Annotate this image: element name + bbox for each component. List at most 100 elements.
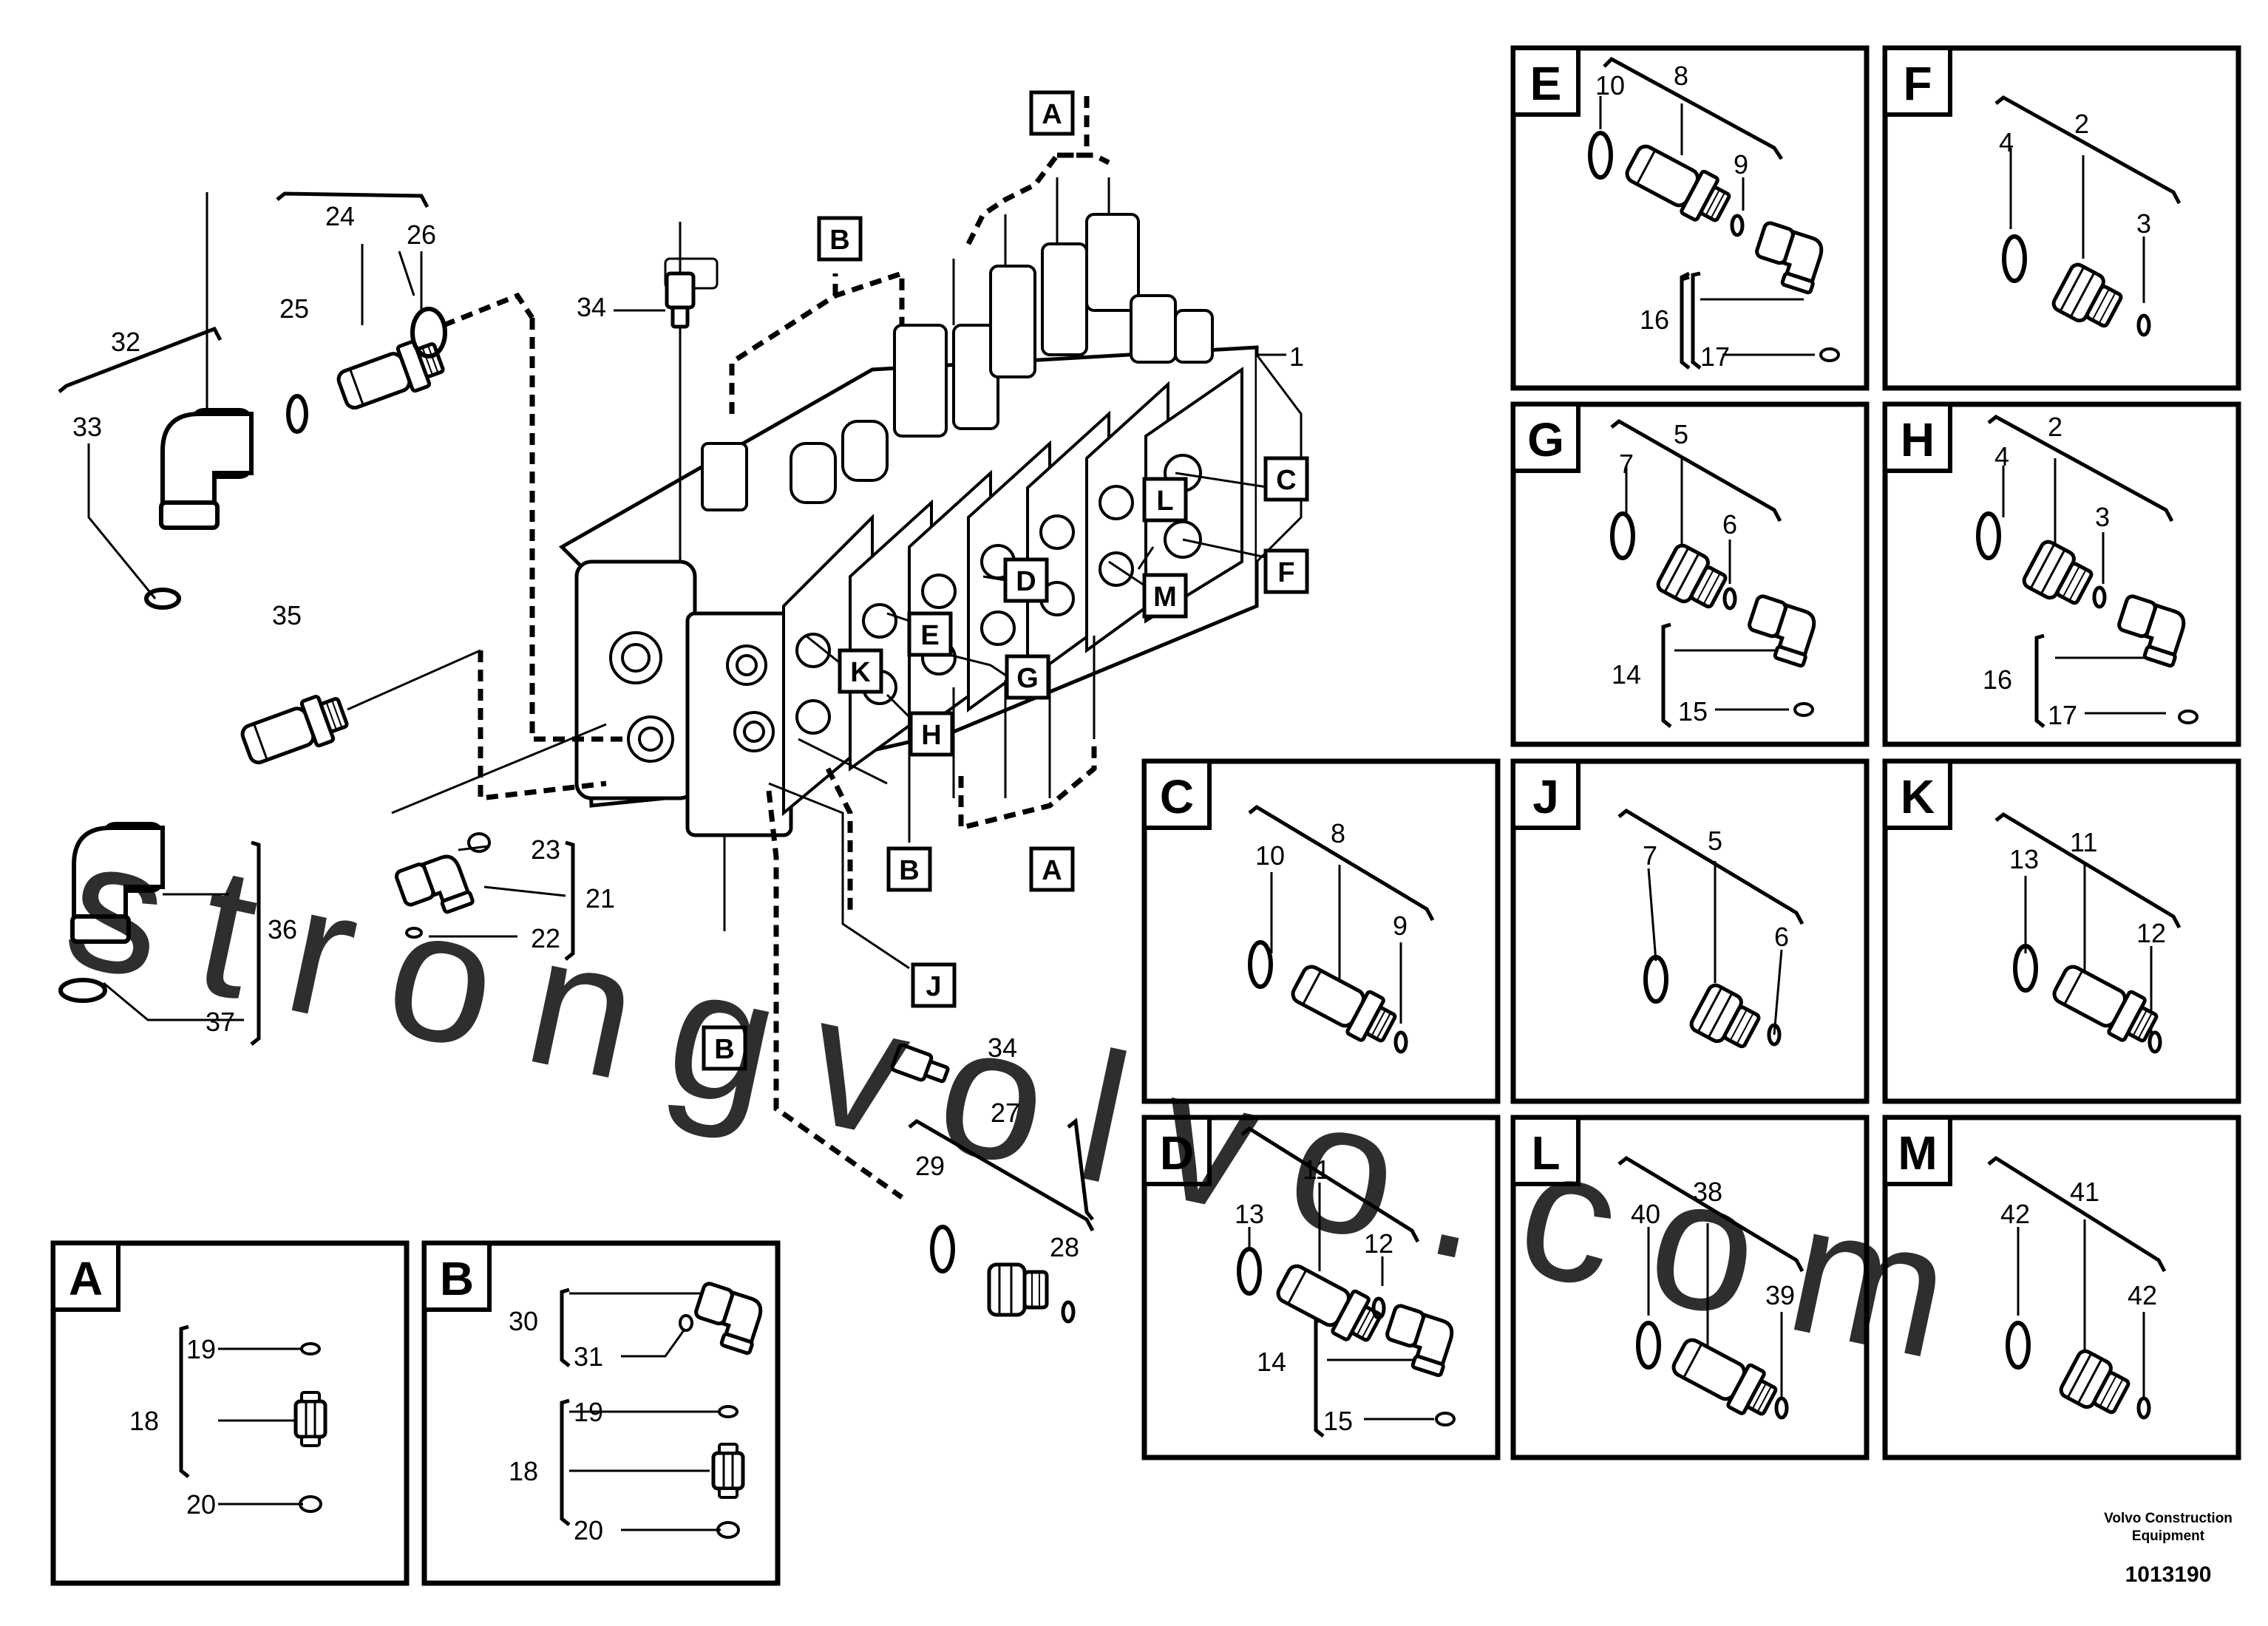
callout-k-11: 11 [2070,827,2097,857]
callout-f-2: 2 [2074,109,2089,139]
ref-letter-b-top: B [829,225,849,256]
callout-e-16: 16 [1640,305,1669,335]
panel-letter-k: K [1901,770,1935,823]
panel-letter-f: F [1903,57,1932,110]
ref-letter-e: E [920,620,939,651]
callout-21: 21 [585,883,615,914]
callout-b-31: 31 [574,1341,603,1372]
panel-letter-c: C [1160,770,1194,823]
callout-37: 37 [206,1007,235,1037]
callout-h-2: 2 [2048,412,2062,442]
panel-letter-d: D [1160,1126,1194,1180]
ref-letter-m: M [1153,582,1177,613]
corporate-name-line1: Volvo Construction [2104,1511,2233,1526]
callout-l-39: 39 [1765,1280,1795,1310]
callout-e-8: 8 [1674,61,1688,91]
ref-letter-l: L [1156,486,1173,517]
callout-m-42-left: 42 [2000,1199,2030,1229]
callout-l-38: 38 [1693,1177,1722,1207]
callout-34-top: 34 [577,292,606,322]
panel-brackets [58,56,2182,1526]
callout-a-18: 18 [129,1406,159,1436]
dashed-lines [478,89,1110,1200]
callout-b-30: 30 [509,1306,538,1336]
callout-c-8: 8 [1331,818,1345,848]
callout-d-11: 11 [1303,1154,1330,1185]
callout-l-40: 40 [1631,1199,1660,1229]
ref-letter-boxes [702,90,1309,1071]
callout-f-4: 4 [1999,127,2014,157]
callout-m-41: 41 [2070,1177,2099,1207]
parts-exploded [58,273,1073,1321]
callout-e-10: 10 [1595,70,1625,101]
callout-34-bottom: 34 [988,1033,1017,1063]
callout-h-17: 17 [2048,700,2077,730]
detail-panels [50,45,2241,1586]
callout-24: 24 [325,201,355,231]
callout-1: 1 [1289,341,1304,372]
callout-k-12: 12 [2136,918,2166,948]
callout-g-6: 6 [1722,509,1737,540]
ref-letter-a-top: A [1042,99,1062,130]
panel-letter-e: E [1530,57,1562,110]
panel-letter-g: G [1527,413,1564,466]
ref-letter-j: J [926,971,941,1002]
callout-h-4: 4 [1994,441,2009,472]
callout-c-9: 9 [1393,911,1408,941]
ref-letter-k: K [850,657,871,688]
ref-letter-d: D [1016,566,1036,597]
callout-g-7: 7 [1619,449,1634,479]
callout-c-10: 10 [1255,840,1285,871]
callout-22: 22 [531,923,560,953]
corporate-name-line2: Equipment [2132,1528,2205,1544]
panel-letters: E F G H C J K D L M A B [69,57,1938,1305]
callout-g-14: 14 [1612,659,1641,690]
callout-g-15: 15 [1678,696,1708,727]
callout-25: 25 [279,293,309,324]
ref-letter-a-bottom: A [1042,855,1062,886]
callout-j-7: 7 [1643,840,1657,871]
callout-k-13: 13 [2009,844,2039,874]
callout-b-20: 20 [574,1515,603,1545]
callout-j-6: 6 [1774,922,1789,952]
callout-f-3: 3 [2136,208,2151,239]
panel-parts [296,133,2199,1539]
ref-letter-b-bottom: B [714,1034,734,1065]
callout-d-14: 14 [1257,1347,1286,1377]
callout-27: 27 [991,1098,1020,1128]
callout-32: 32 [111,327,140,357]
panel-letter-j: J [1532,770,1559,823]
ref-letter-f: F [1277,557,1294,588]
callout-b-19: 19 [574,1397,603,1427]
callout-a-19: 19 [186,1334,216,1364]
callout-29: 29 [915,1151,945,1181]
panel-letter-m: M [1898,1126,1937,1180]
part-callouts: 1 24 26 25 32 33 34 35 23 21 22 36 37 34… [72,61,2166,1545]
drawing-number: 1013190 [2125,1562,2212,1587]
callout-h-3: 3 [2095,502,2110,532]
callout-d-15: 15 [1323,1406,1353,1436]
ref-letters: A B C F L M D E G K H B A J B [714,99,1296,1065]
ref-letter-g: G [1016,663,1039,694]
callout-a-20: 20 [186,1489,216,1520]
callout-26: 26 [407,220,436,250]
ref-letter-b-mid: B [899,855,919,886]
corporate-block: Volvo Construction Equipment 1013190 [2104,1511,2233,1587]
callout-23: 23 [531,834,560,865]
callout-e-9: 9 [1734,149,1748,180]
panel-letter-h: H [1901,413,1935,466]
callout-b-18: 18 [509,1456,538,1486]
callout-33: 33 [72,412,102,442]
callout-36: 36 [268,914,297,945]
callout-g-5: 5 [1674,419,1688,449]
ref-letter-c: C [1276,465,1296,496]
callout-28: 28 [1050,1232,1079,1262]
panel-letter-a: A [69,1252,103,1305]
callout-h-16: 16 [1983,664,2012,695]
callout-35: 35 [272,600,302,630]
callout-e-17: 17 [1700,341,1730,372]
panel-letter-l: L [1531,1126,1560,1180]
ref-letter-h: H [921,720,941,751]
callout-d-12: 12 [1364,1228,1393,1259]
